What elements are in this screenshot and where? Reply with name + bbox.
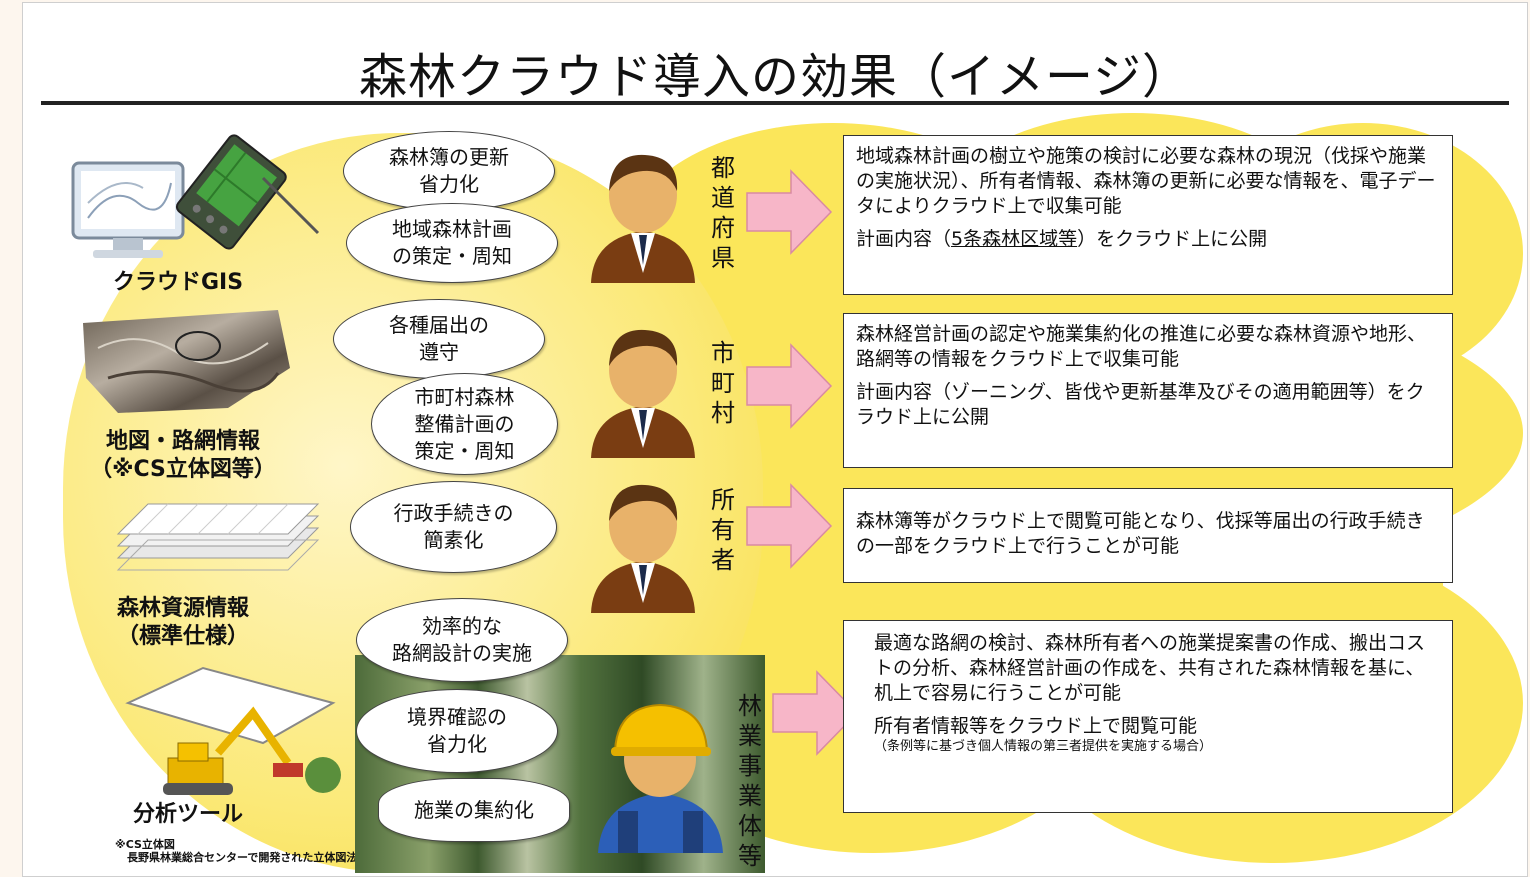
arrow-forestry-icon <box>772 670 859 756</box>
arrow-municipality-icon <box>746 343 833 429</box>
person-municipality-icon <box>583 318 703 458</box>
left-item-label-3: 分析ツール <box>132 802 243 827</box>
bubble-prefecture-2: 地域森林計画 の策定・周知 <box>346 203 558 283</box>
arrow-owner-icon <box>746 483 833 569</box>
bubble-municipality-2: 市町村森林 整備計画の 策定・周知 <box>371 373 558 475</box>
effect-box-owner: 森林簿等がクラウド上で閲覧可能となり、伐採等届出の行政手続きの一部をクラウド上で… <box>843 488 1453 583</box>
person-forestry-worker-icon <box>593 693 728 853</box>
effect-owner-text-1: 森林簿等がクラウド上で閲覧可能となり、伐採等届出の行政手続きの一部をクラウド上で… <box>856 510 1425 557</box>
bubble-forestry-3: 施業の集約化 <box>378 778 570 842</box>
bubble-municipality-1: 各種届出の 遵守 <box>333 299 545 379</box>
bubble-owner-1: 行政手続きの 簡素化 <box>350 481 557 573</box>
title-rule <box>41 101 1509 105</box>
bubble-prefecture-1: 森林簿の更新 省力化 <box>343 131 555 211</box>
effect-prefecture-text-2: 計画内容（5条森林区域等）をクラウド上に公開 <box>856 228 1268 250</box>
terrain-map-icon <box>78 308 293 418</box>
effect-box-forestry: 最適な路網の検討、森林所有者への施業提案書の作成、搬出コストの分析、森林経営計画… <box>843 620 1453 813</box>
arrow-prefecture-icon <box>746 169 833 255</box>
effect-forestry-text-2: 所有者情報等をクラウド上で閲覧可能 <box>874 715 1198 737</box>
person-prefecture-icon <box>583 143 703 283</box>
person-owner-icon <box>583 473 703 613</box>
cloud-gis-icon <box>63 123 323 273</box>
actor-municipality: 市 町 村 <box>711 339 735 427</box>
footnote: ※CS立体図 長野県林業総合センターで開発された立体図法 <box>115 838 357 864</box>
effect-forestry-text-3: （条例等に基づき個人情報の第三者提供を実施する場合） <box>874 739 1213 754</box>
footnote-line-2: 長野県林業総合センターで開発された立体図法 <box>127 851 358 864</box>
footnote-line-1: ※CS立体図 <box>115 838 175 851</box>
left-item-label-1: 地図・路網情報 （※CS立体図等） <box>90 429 276 482</box>
left-item-label-2: 森林資源情報 （標準仕様） <box>116 596 249 649</box>
data-sheets-icon <box>88 498 328 593</box>
bubble-forestry-2: 境界確認の 省力化 <box>356 689 558 773</box>
effect-box-municipality: 森林経営計画の認定や施業集約化の推進に必要な森林資源や地形、路網等の情報をクラウ… <box>843 313 1453 468</box>
bubble-forestry-1: 効率的な 路網設計の実施 <box>356 598 568 682</box>
actor-forestry-entity: 林 業 事 業 体 等 <box>738 692 762 870</box>
actor-prefecture: 都 道 府 県 <box>711 154 735 272</box>
excavator-icon <box>123 663 363 803</box>
effect-municipality-text-1: 森林経営計画の認定や施業集約化の推進に必要な森林資源や地形、路網等の情報をクラウ… <box>856 323 1427 370</box>
left-item-label-0: クラウドGIS <box>112 270 244 295</box>
effect-box-prefecture: 地域森林計画の樹立や施策の検討に必要な森林の現況（伐採や施業の実施状況）、所有者… <box>843 135 1453 295</box>
effect-prefecture-text-1: 地域森林計画の樹立や施策の検討に必要な森林の現況（伐採や施業の実施状況）、所有者… <box>856 145 1436 217</box>
page-title: 森林クラウド導入の効果（イメージ） <box>358 49 1192 105</box>
actor-owner: 所 有 者 <box>711 486 735 574</box>
slide-frame: 森林クラウド導入の効果（イメージ） <box>22 2 1528 877</box>
effect-municipality-text-2: 計画内容（ゾーニング、皆伐や更新基準及びその適用範囲等）をクラウド上に公開 <box>856 381 1425 428</box>
effect-forestry-text-1: 最適な路網の検討、森林所有者への施業提案書の作成、搬出コストの分析、森林経営計画… <box>874 632 1426 704</box>
